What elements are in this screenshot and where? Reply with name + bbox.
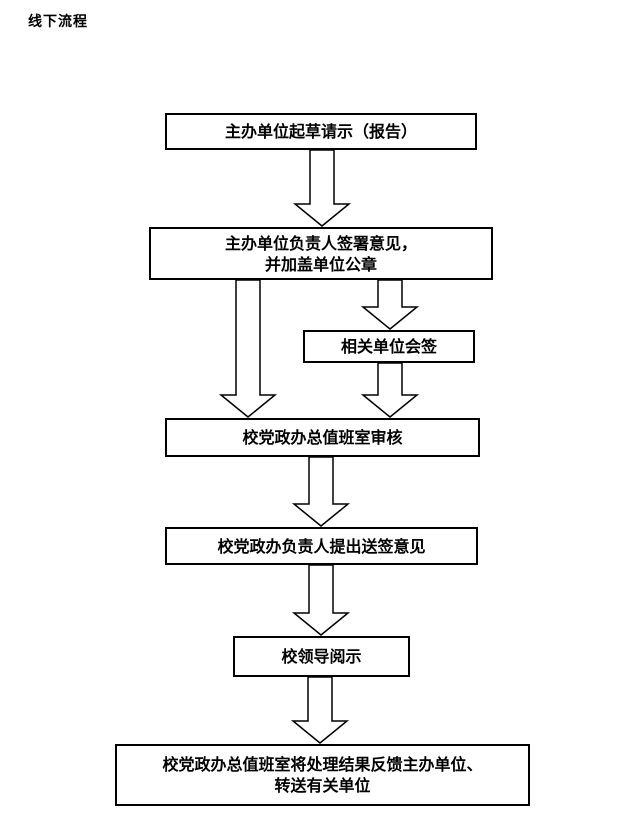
flow-node-countersign: 相关单位会签 — [303, 330, 475, 363]
down-arrow-icon — [290, 676, 350, 744]
flow-node-feedback: 校党政办总值班室将处理结果反馈主办单位、 转送有关单位 — [115, 744, 530, 806]
down-arrow-icon — [360, 279, 420, 330]
down-arrow-icon — [291, 564, 351, 636]
down-arrow-icon — [218, 279, 278, 418]
flow-node-duty-review: 校党政办总值班室审核 — [165, 418, 480, 457]
page-title: 线下流程 — [28, 14, 88, 30]
down-arrow-icon — [292, 149, 352, 227]
flow-node-draft: 主办单位起草请示（报告） — [165, 113, 477, 150]
flow-node-send-opinion: 校党政办负责人提出送签意见 — [165, 527, 478, 565]
down-arrow-icon — [291, 456, 351, 527]
flow-node-leader-read: 校领导阅示 — [233, 636, 410, 677]
down-arrow-icon — [360, 362, 420, 418]
flow-node-sign-seal: 主办单位负责人签署意见， 并加盖单位公章 — [149, 227, 493, 280]
